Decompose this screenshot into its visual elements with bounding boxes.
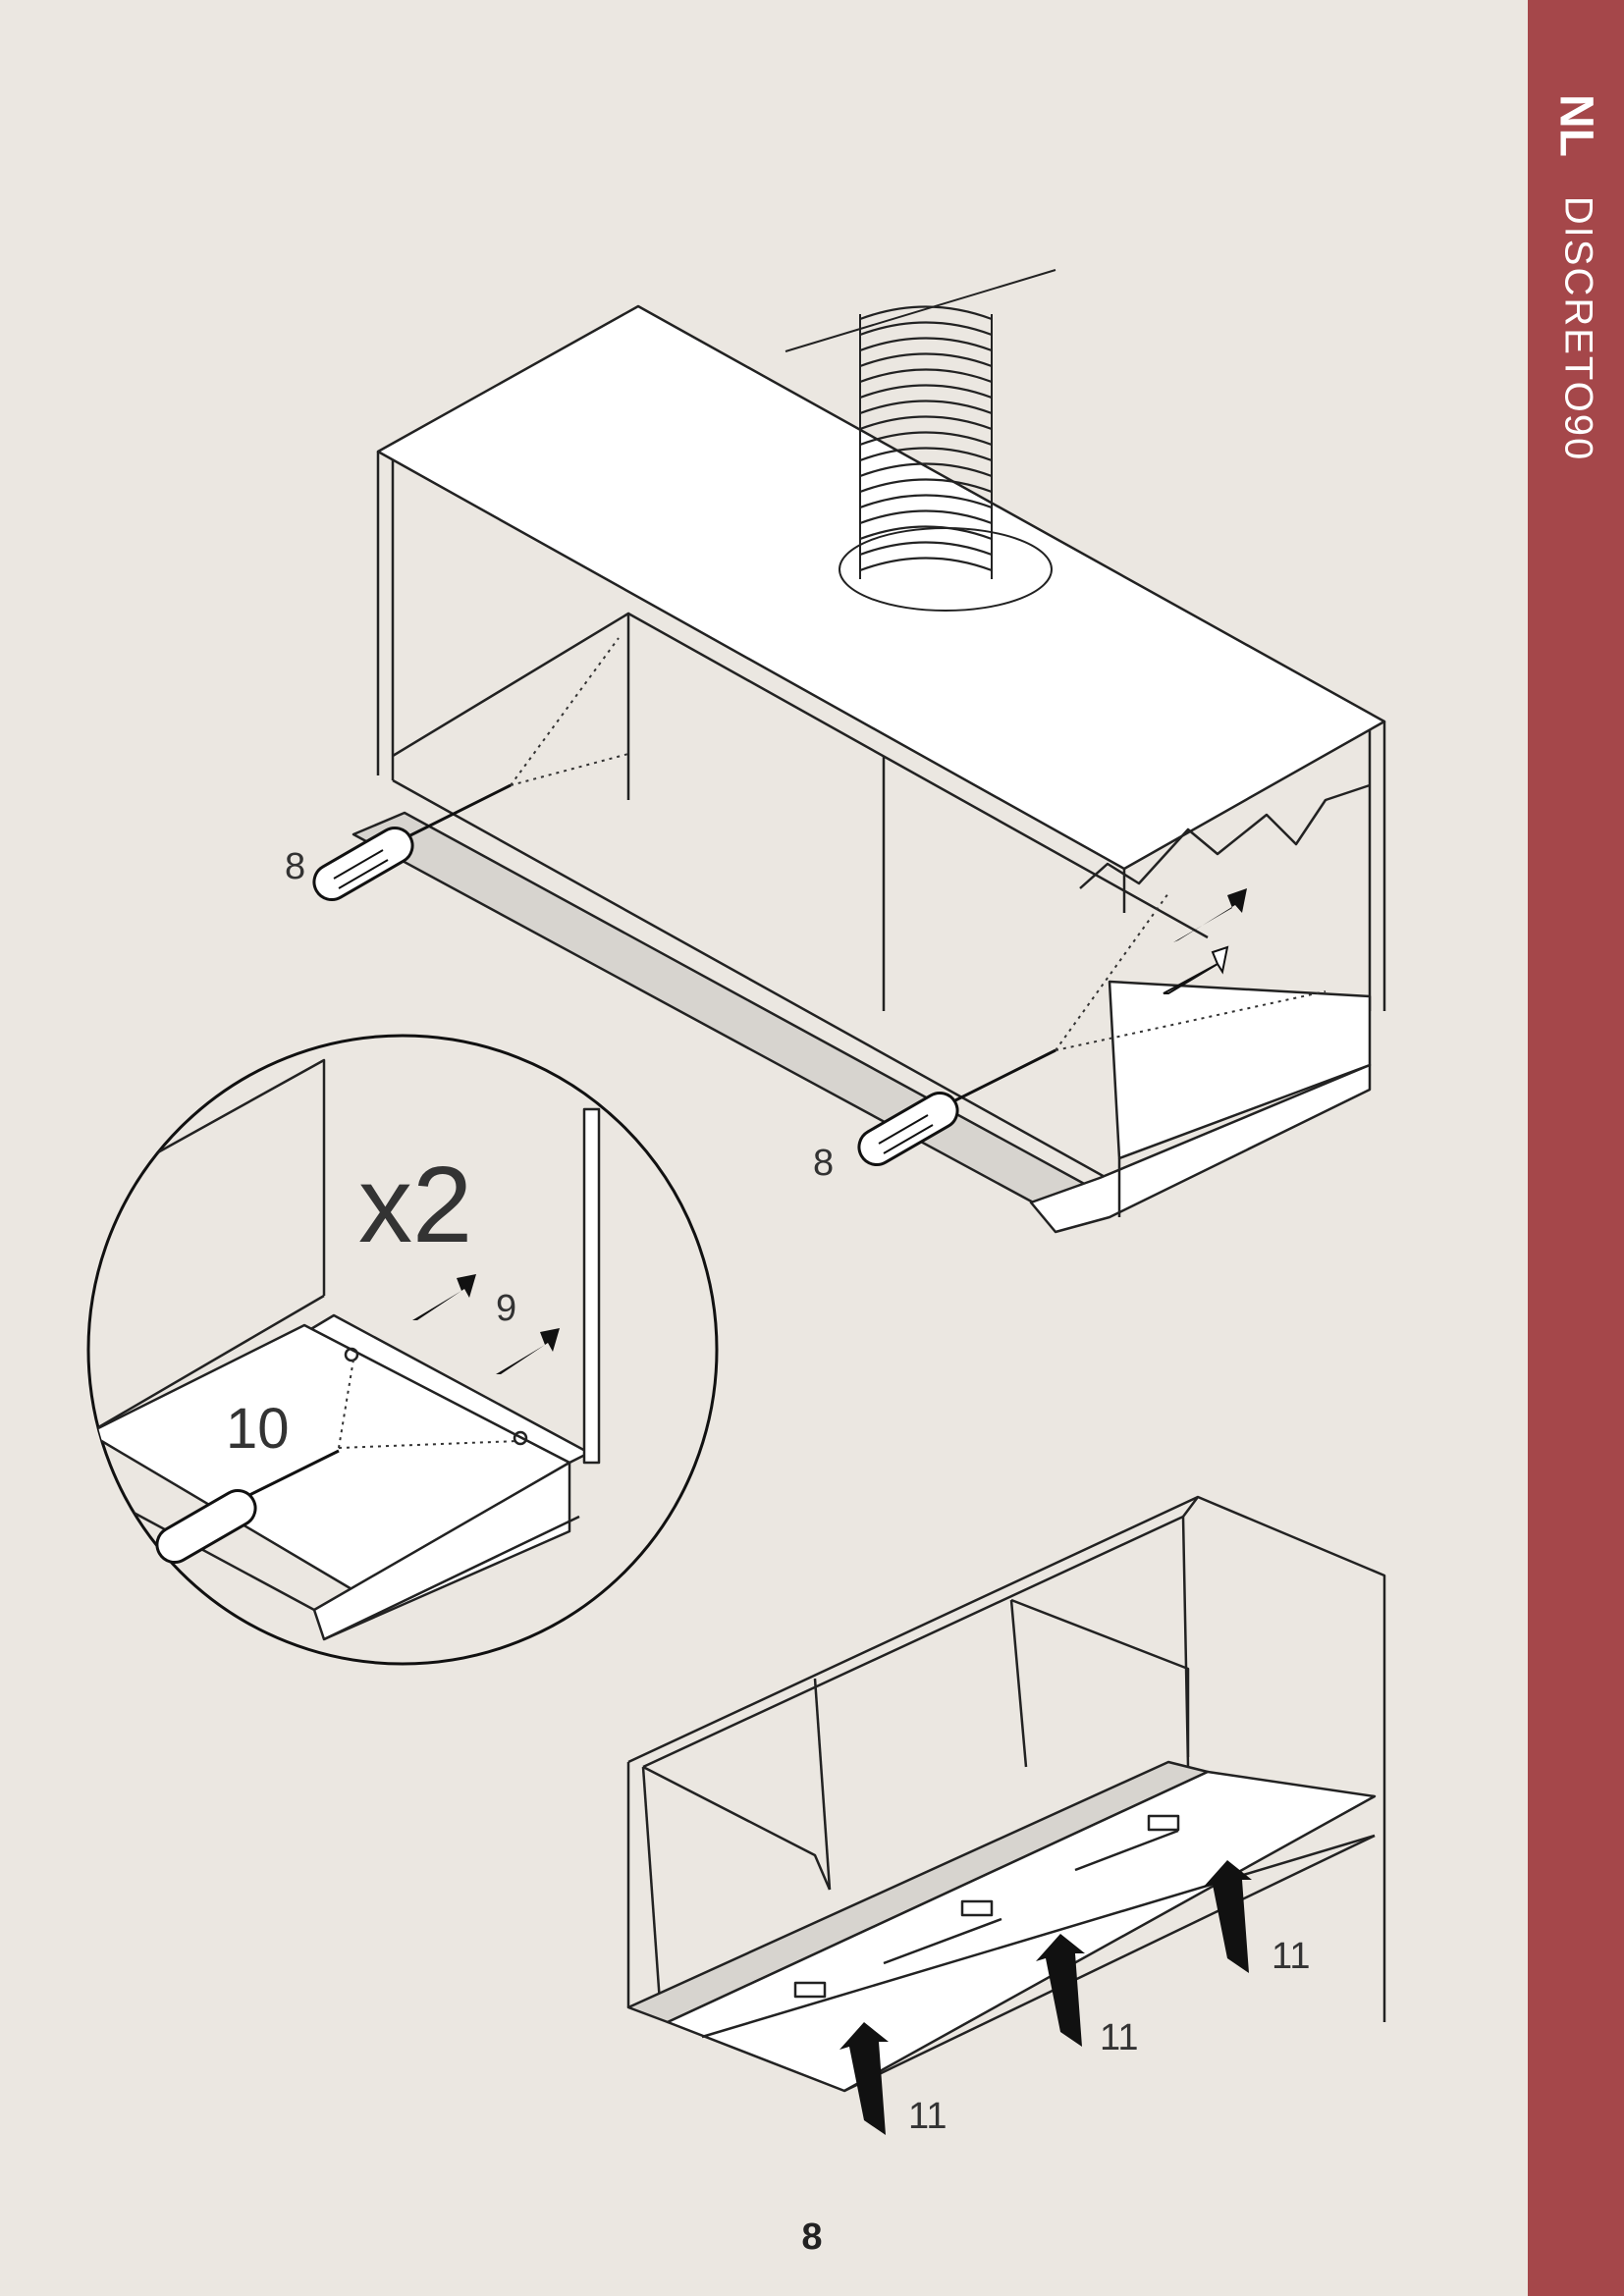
step-label-8-left: 8 xyxy=(285,846,305,887)
screwdriver-icon xyxy=(155,1449,340,1564)
duct-icon xyxy=(785,269,1056,612)
arrow-right-icon xyxy=(1163,888,1247,994)
side-band xyxy=(1528,0,1624,2296)
cabinet-top-view xyxy=(376,304,1386,1190)
detail-circle: x2 9 10 xyxy=(86,1034,719,1666)
cabinet-bottom-view xyxy=(626,1495,1386,2022)
step-label-9: 9 xyxy=(496,1288,516,1329)
screwdriver-icon xyxy=(857,1048,1056,1166)
step-label-11-c: 11 xyxy=(1272,1936,1310,1977)
arrow-right-icon xyxy=(412,1274,560,1374)
step-label-10: 10 xyxy=(226,1397,290,1461)
step-label-11-b: 11 xyxy=(1100,2017,1138,2058)
step-label-11-a: 11 xyxy=(908,2096,947,2137)
step-label-8-right: 8 xyxy=(813,1143,834,1184)
page-number: 8 xyxy=(801,2216,823,2258)
arrow-up-icon xyxy=(839,1860,1252,2135)
filter-tray xyxy=(626,1760,1377,2093)
screwdriver-icon xyxy=(312,783,512,901)
detail-multiplier: x2 xyxy=(358,1145,472,1265)
